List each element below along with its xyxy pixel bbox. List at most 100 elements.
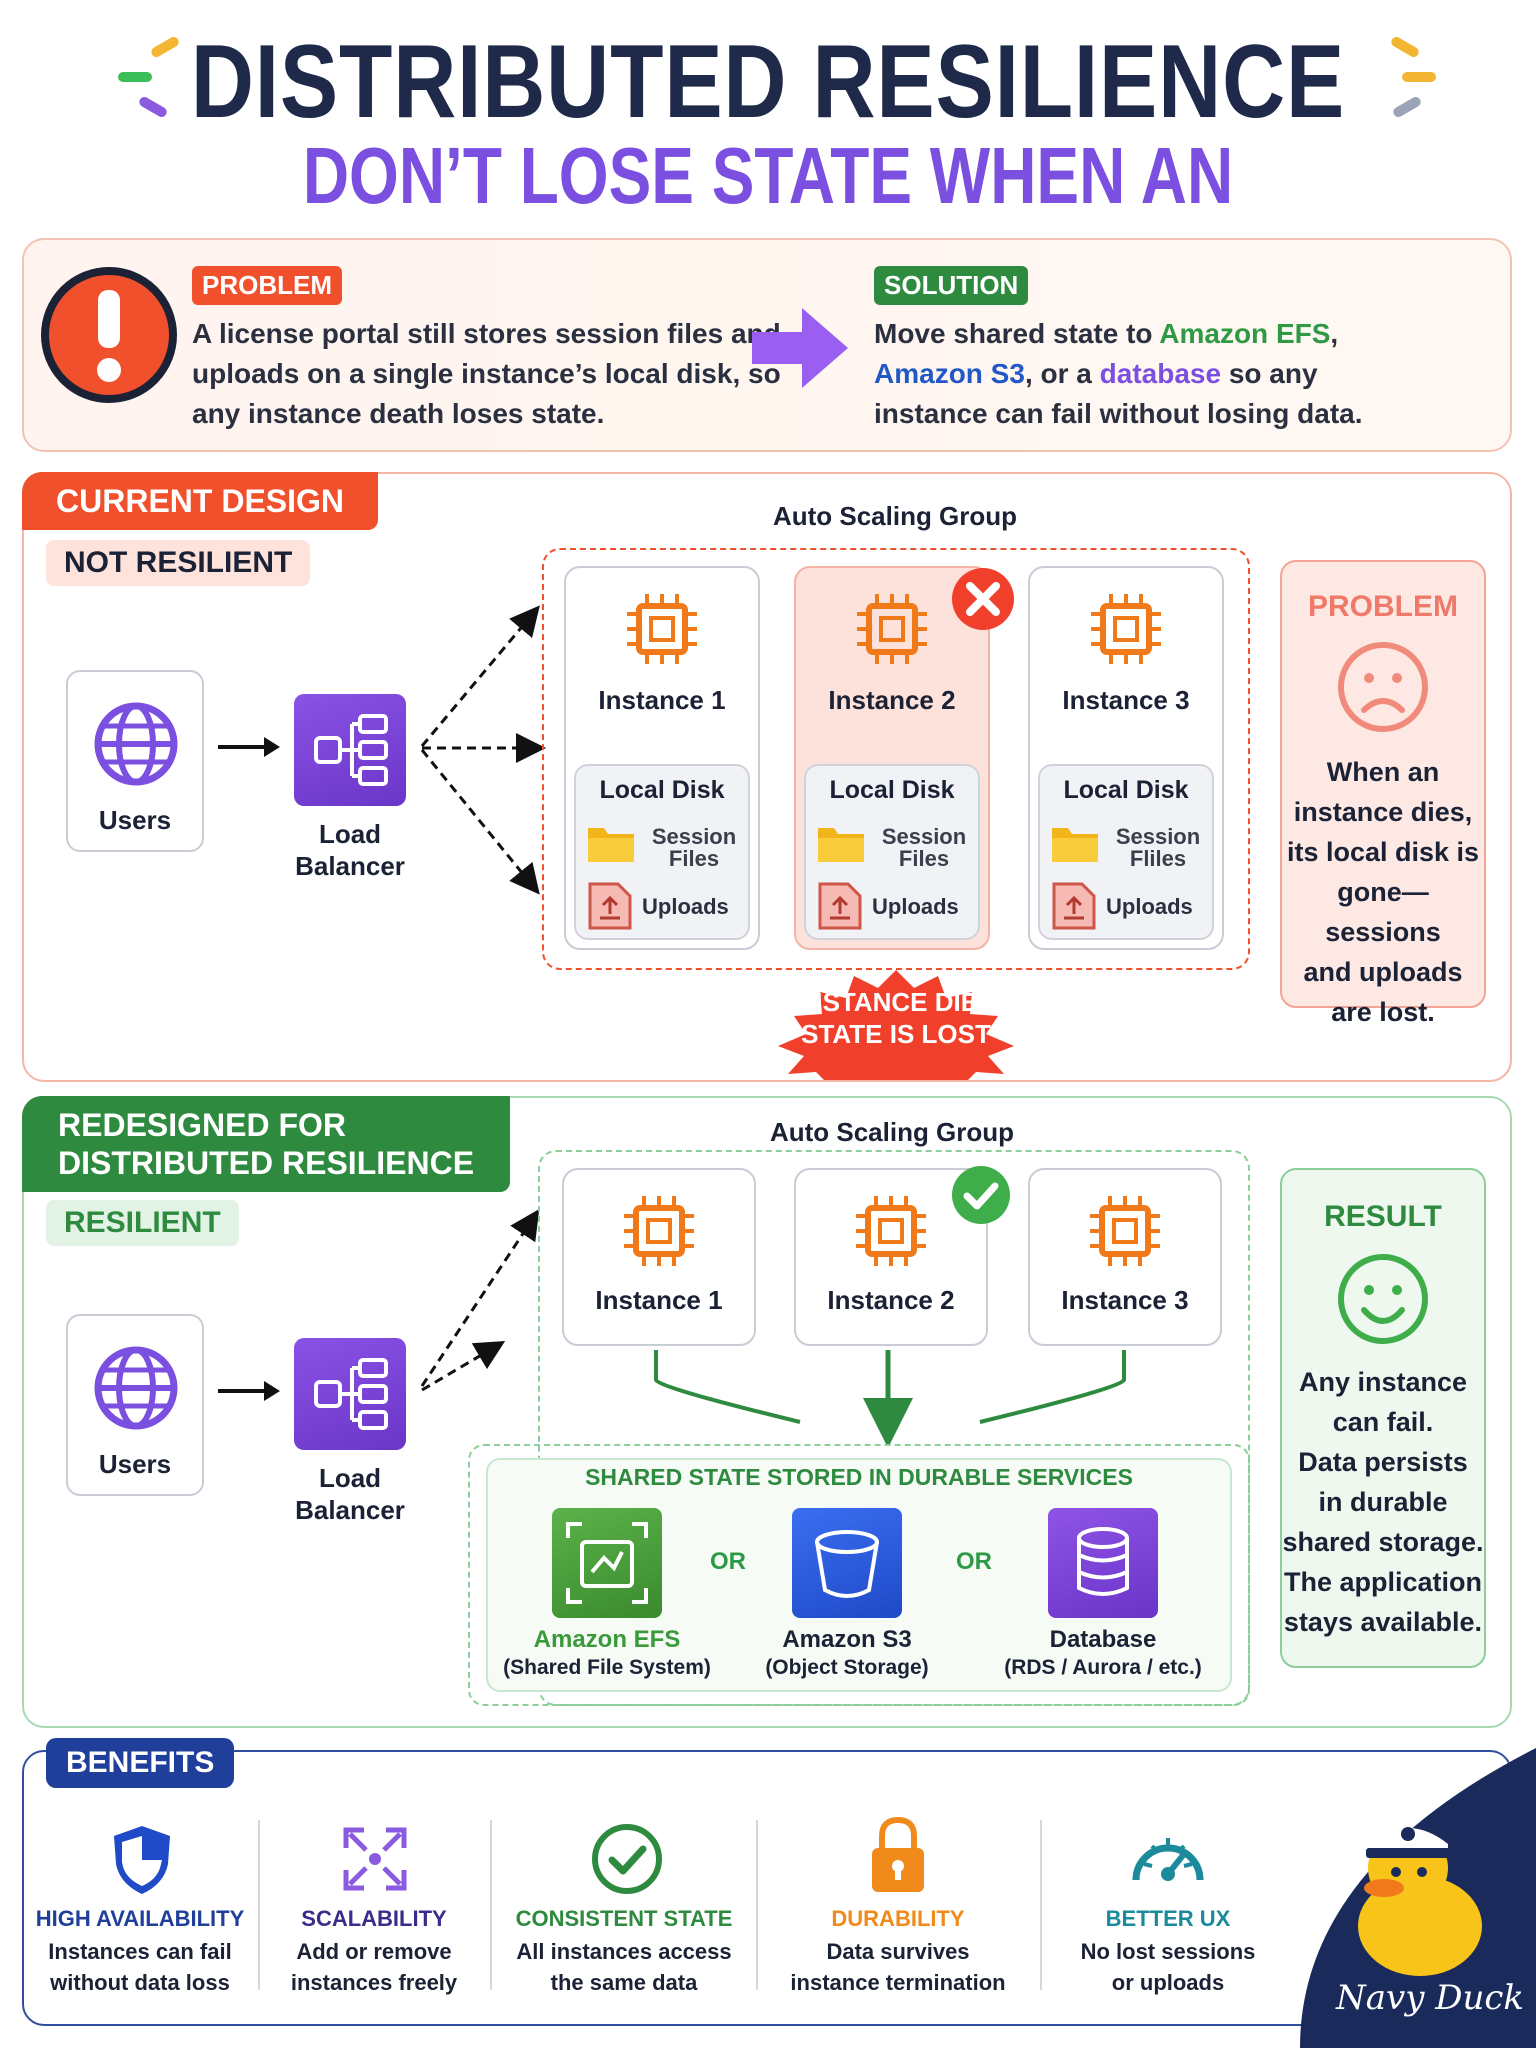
side-line: gone—sessions xyxy=(1325,877,1441,947)
solution-text: Move shared state to Amazon EFS, Amazon … xyxy=(874,318,1363,429)
upload-file-icon xyxy=(1052,882,1096,930)
benefits-tag: BENEFITS xyxy=(46,1738,235,1788)
side-line: stays available. xyxy=(1283,1607,1483,1637)
side-line: Data persists xyxy=(1298,1447,1468,1477)
cpu-chip-icon xyxy=(1091,594,1161,664)
globe-icon xyxy=(94,1346,178,1430)
benefit-desc-2: instances freely xyxy=(290,1970,458,1995)
users-label: Users xyxy=(98,1449,172,1479)
check-icon xyxy=(952,1166,1010,1224)
local-disk-label: Local Disk xyxy=(829,776,955,804)
users-card: Users xyxy=(66,1314,204,1496)
benefit-title: DURABILITY xyxy=(831,1906,965,1931)
service-name: Database xyxy=(1049,1626,1157,1653)
load-balancer-icon xyxy=(294,1338,406,1450)
folder-icon xyxy=(586,822,636,864)
divider xyxy=(490,1820,492,1990)
benefit-desc-1: All instances access xyxy=(516,1939,732,1964)
instance-name: Instance 3 xyxy=(1062,685,1190,715)
asg-label: Auto Scaling Group xyxy=(769,1117,1015,1147)
side-line: in durable xyxy=(1318,1487,1448,1517)
benefit-desc-2: or uploads xyxy=(1111,1970,1225,1995)
cpu-chip-icon xyxy=(1090,1196,1160,1266)
instance-name: Instance 2 xyxy=(828,685,956,715)
session-label: Session xyxy=(881,824,967,849)
cpu-chip-icon xyxy=(856,1196,926,1266)
asg-label: Auto Scaling Group xyxy=(772,501,1018,531)
side-line: shared storage. xyxy=(1282,1527,1484,1557)
problem-text: A license portal still stores session fi… xyxy=(192,318,781,429)
uploads-label: Uploads xyxy=(872,894,959,919)
current-design-tag: CURRENT DESIGN xyxy=(22,472,379,530)
arrow-icon xyxy=(218,1381,280,1401)
not-resilient-badge: NOT RESILIENT xyxy=(46,540,311,586)
dashed-arrows xyxy=(420,605,546,895)
session-label: Session xyxy=(1115,824,1201,849)
shield-icon xyxy=(114,1826,170,1894)
benefit-title: CONSISTENT STATE xyxy=(515,1906,733,1931)
session-label: Session xyxy=(651,824,737,849)
benefit-title: BETTER UX xyxy=(1105,1906,1231,1931)
upload-file-icon xyxy=(588,882,632,930)
local-disk-label: Local Disk xyxy=(599,776,725,804)
benefit-desc-2: without data loss xyxy=(50,1970,230,1995)
result-box xyxy=(1280,1168,1486,1668)
folder-icon xyxy=(816,822,866,864)
connector-arrows xyxy=(654,1350,1126,1446)
burst-icon xyxy=(778,970,1014,1080)
benefit-desc-1: No lost sessions xyxy=(1080,1939,1256,1964)
users-label: Users xyxy=(98,805,172,835)
users-card: Users xyxy=(66,670,204,852)
folder-icon xyxy=(1050,822,1100,864)
service-name: Amazon S3 xyxy=(782,1626,912,1653)
sad-face-icon xyxy=(1338,642,1428,732)
divider xyxy=(1040,1820,1042,1990)
benefit-desc-1: Data survives xyxy=(826,1939,970,1964)
problem-tag: PROBLEM xyxy=(192,266,342,305)
files-label: Files xyxy=(668,846,720,871)
database-icon xyxy=(1048,1508,1158,1618)
result-title: RESULT xyxy=(1324,1200,1442,1233)
side-line: The application xyxy=(1283,1567,1483,1597)
benefit-title: HIGH AVAILABILITY xyxy=(35,1906,245,1931)
brand-name: Navy Duck xyxy=(1335,1978,1525,2018)
uploads-label: Uploads xyxy=(642,894,729,919)
arrow-icon xyxy=(218,737,280,757)
cpu-chip-icon xyxy=(857,594,927,664)
service-desc: (RDS / Aurora / etc.) xyxy=(1004,1656,1202,1679)
uploads-label: Uploads xyxy=(1106,894,1193,919)
side-line: can fail. xyxy=(1332,1407,1434,1437)
s3-bucket-icon xyxy=(792,1508,902,1618)
benefit-desc-2: instance termination xyxy=(790,1970,1006,1995)
instance-name: Instance 1 xyxy=(598,685,726,715)
dashed-arrows xyxy=(420,1208,540,1392)
side-line: Any instance xyxy=(1298,1367,1468,1397)
benefit-desc-1: Instances can fail xyxy=(48,1939,232,1964)
cpu-chip-icon xyxy=(624,1196,694,1266)
side-line: instance dies, xyxy=(1293,797,1473,827)
solution-tag: SOLUTION xyxy=(874,266,1029,305)
globe-icon xyxy=(94,702,178,786)
gauge-icon xyxy=(1132,1838,1204,1881)
page-title: DISTRIBUTED RESILIENCE xyxy=(190,24,1346,140)
local-disk-label: Local Disk xyxy=(1063,776,1189,804)
expand-icon xyxy=(343,1827,407,1891)
service-name: Amazon EFS xyxy=(533,1626,681,1653)
benefit-desc-1: Add or remove xyxy=(296,1939,452,1964)
close-icon xyxy=(952,568,1014,630)
side-line: are lost. xyxy=(1331,997,1435,1027)
service-desc: (Shared File System) xyxy=(503,1656,711,1679)
files-label: Fliles xyxy=(1129,846,1187,871)
or-label: OR xyxy=(710,1548,746,1575)
load-balancer-icon xyxy=(294,694,406,806)
instance-name: Instance 2 xyxy=(827,1285,955,1315)
lock-icon xyxy=(872,1816,924,1892)
auto-scaling-group xyxy=(542,548,1250,970)
